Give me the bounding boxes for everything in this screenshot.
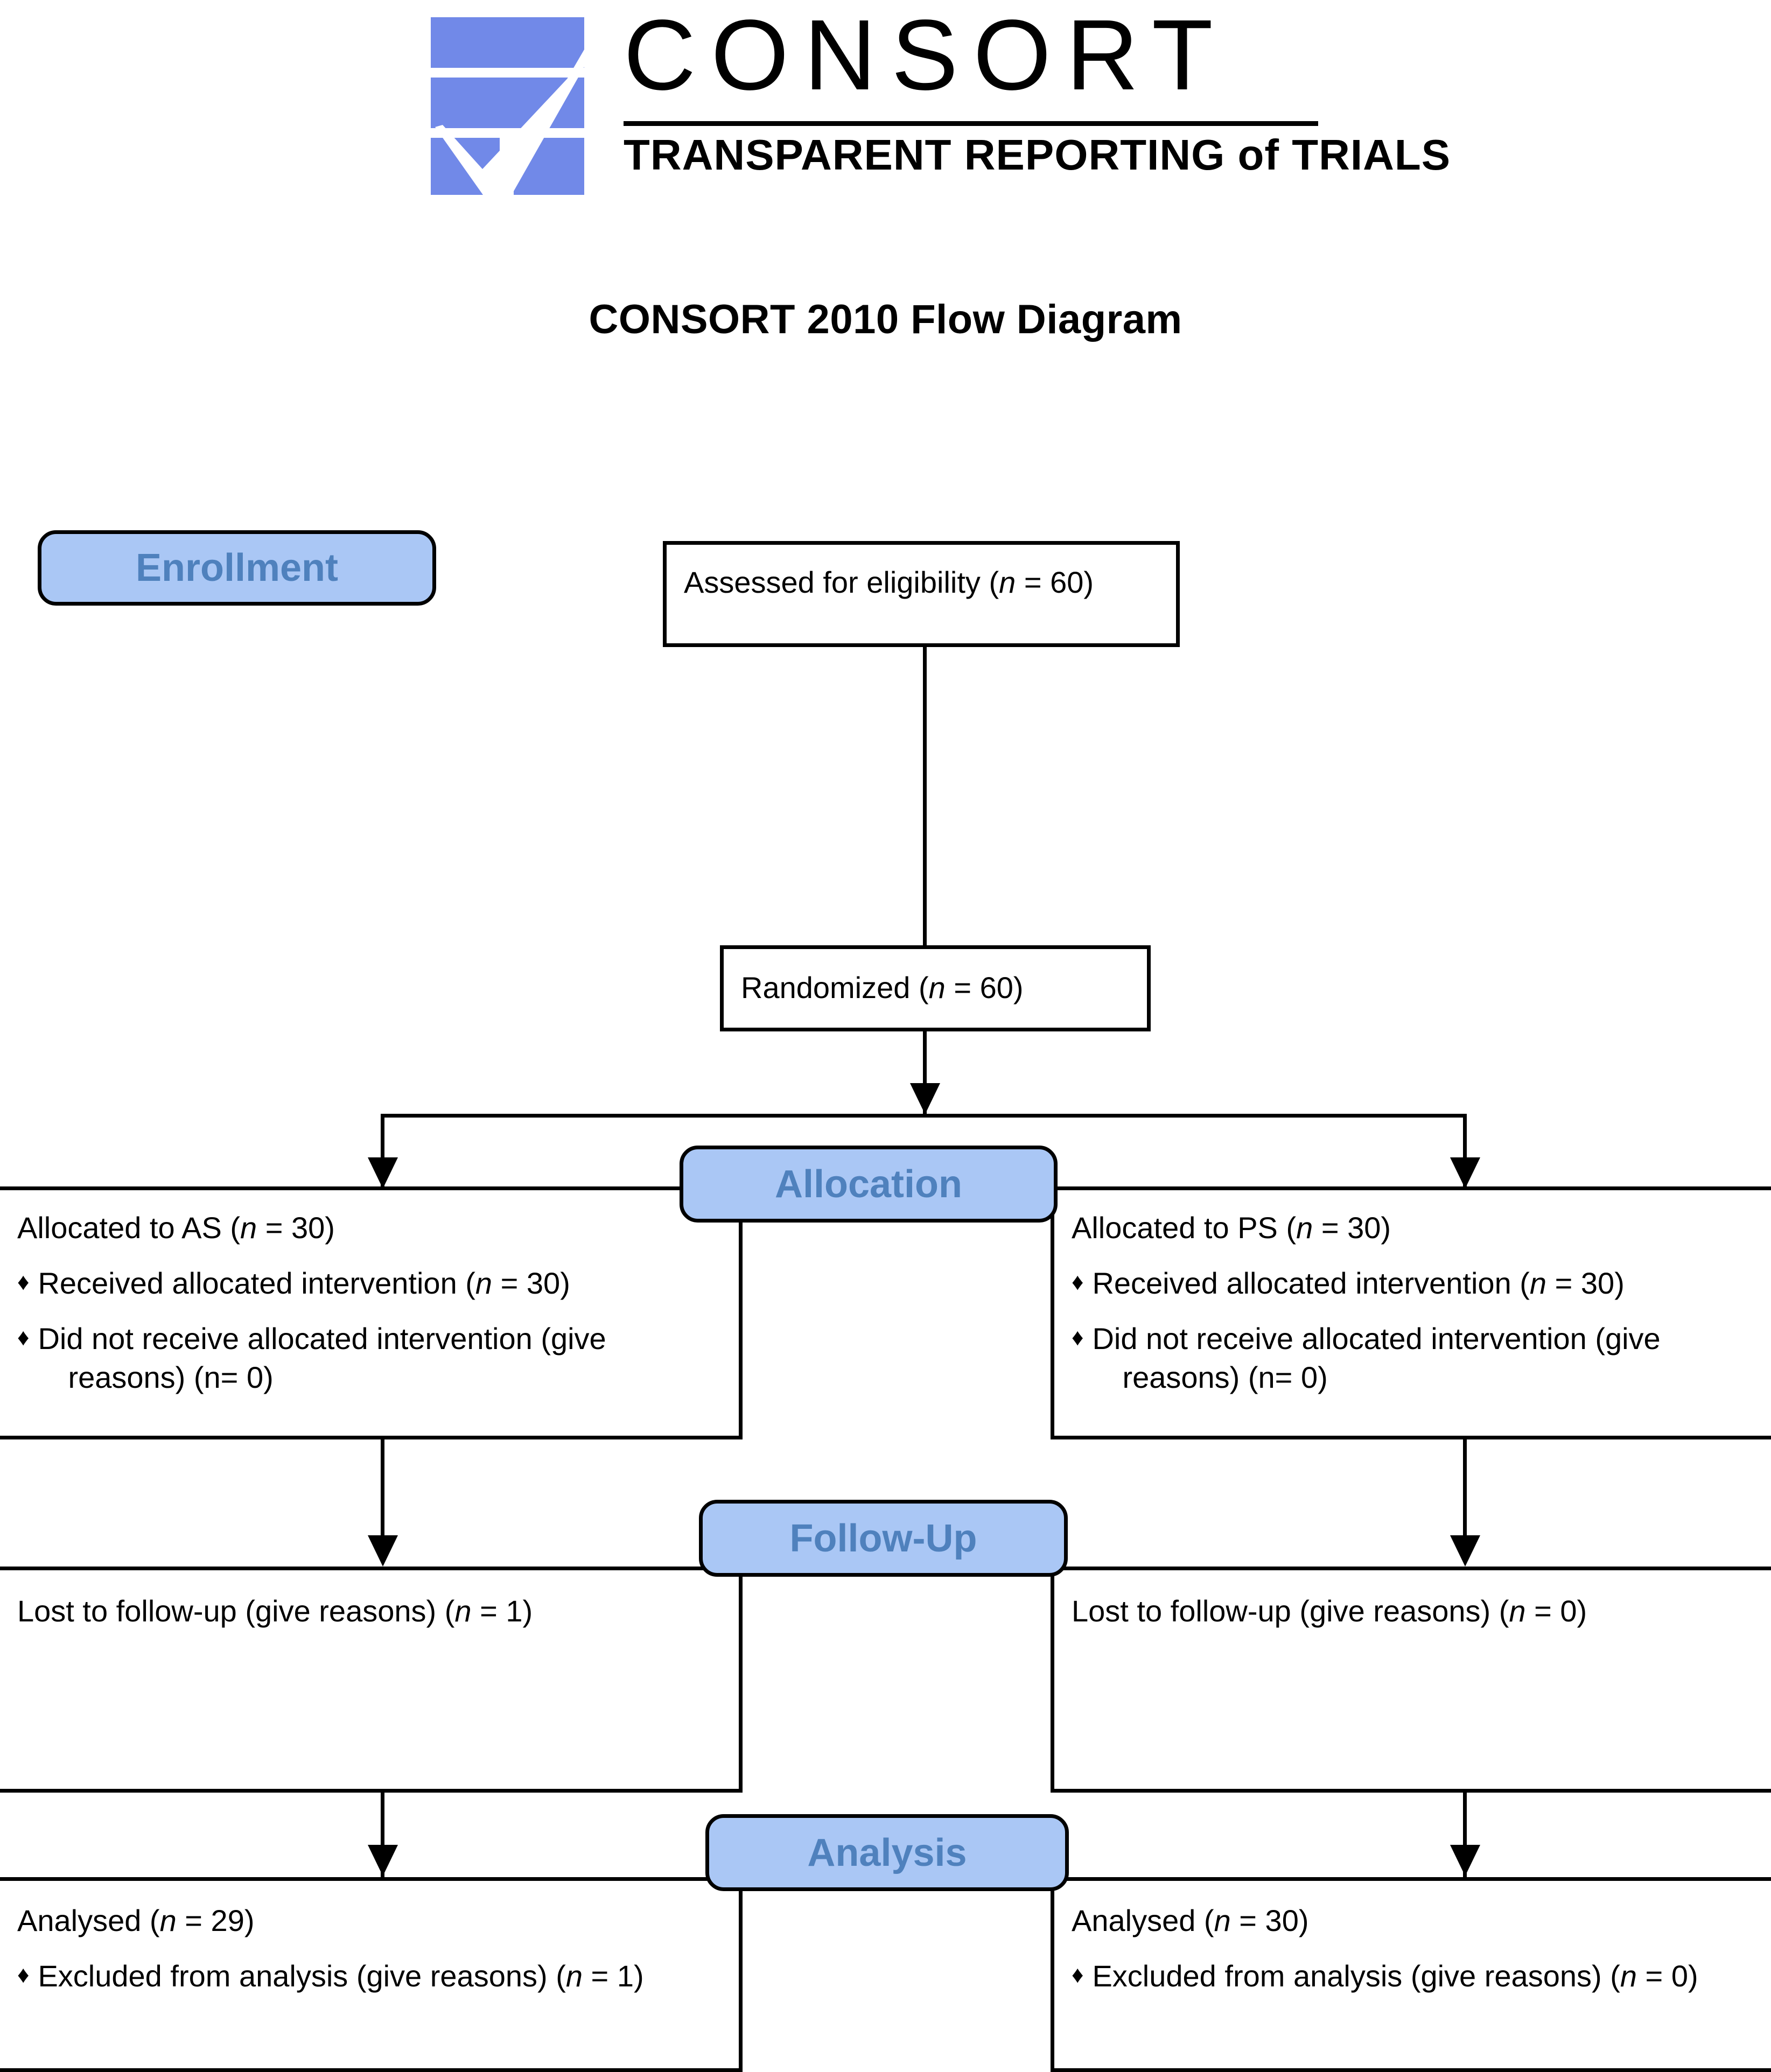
arrow-followup-right-to-analysis bbox=[1450, 1845, 1480, 1876]
node-analysed-right-bullet: Excluded from analysis (give reasons) (n… bbox=[1092, 1958, 1698, 1993]
diamond-bullet-icon: ♦ bbox=[1072, 1324, 1084, 1351]
arrow-alloc-right-to-followup bbox=[1450, 1535, 1480, 1567]
node-allocated-left-bullet-1: Received allocated intervention (n = 30) bbox=[38, 1266, 570, 1300]
list-item: ♦ Did not receive allocated intervention… bbox=[17, 1319, 723, 1398]
node-allocated-left-heading: Allocated to AS (n = 30) bbox=[17, 1211, 335, 1245]
node-analysed-left-bullet: Excluded from analysis (give reasons) (n… bbox=[38, 1958, 644, 1993]
stage-label-enrollment-text: Enrollment bbox=[135, 546, 339, 589]
connector-split-bar bbox=[381, 1114, 1467, 1118]
consort-wordmark-text: CONSORT bbox=[624, 0, 1228, 111]
connector-alloc-right-to-followup bbox=[1463, 1439, 1467, 1542]
page-title: CONSORT 2010 Flow Diagram bbox=[589, 297, 1182, 342]
node-lost-followup-right-text: Lost to follow-up (give reasons) (n = 0) bbox=[1072, 1594, 1587, 1628]
node-assessed-text: Assessed for eligibility (n = 60) bbox=[684, 565, 1094, 599]
connector-split-right-down bbox=[1463, 1114, 1467, 1186]
consort-wordmark: CONSORT TRANSPARENT REPORTING of TRIALS bbox=[619, 0, 1450, 194]
stage-label-allocation-text: Allocation bbox=[774, 1162, 962, 1206]
arrow-split-right bbox=[1450, 1157, 1480, 1189]
list-item: ♦ Received allocated intervention (n = 3… bbox=[1072, 1264, 1771, 1303]
node-analysed-right: Analysed (n = 30) ♦ Excluded from analys… bbox=[1051, 1877, 1771, 2072]
stage-label-followup-text: Follow-Up bbox=[789, 1516, 977, 1560]
node-lost-followup-right: Lost to follow-up (give reasons) (n = 0) bbox=[1051, 1567, 1771, 1793]
stage-label-analysis: Analysis bbox=[705, 1814, 1069, 1891]
node-lost-followup-left-text: Lost to follow-up (give reasons) (n = 1) bbox=[17, 1594, 533, 1628]
diamond-bullet-icon: ♦ bbox=[17, 1324, 30, 1351]
connector-randomized-down bbox=[923, 1031, 927, 1114]
connector-alloc-left-to-followup bbox=[381, 1439, 384, 1542]
arrow-split-left bbox=[368, 1157, 398, 1189]
connector-assessed-to-randomized bbox=[923, 647, 927, 945]
node-allocated-right-bullet-2: Did not receive allocated intervention (… bbox=[1092, 1321, 1661, 1395]
node-analysed-left: Analysed (n = 29) ♦ Excluded from analys… bbox=[0, 1877, 743, 2072]
list-item: ♦ Did not receive allocated intervention… bbox=[1072, 1319, 1771, 1398]
list-item: ♦ Excluded from analysis (give reasons) … bbox=[1072, 1957, 1771, 1996]
node-allocated-right: Allocated to PS (n = 30) ♦ Received allo… bbox=[1051, 1186, 1771, 1439]
node-lost-followup-left: Lost to follow-up (give reasons) (n = 1) bbox=[0, 1567, 743, 1793]
diamond-bullet-icon: ♦ bbox=[1072, 1961, 1084, 1988]
node-allocated-left: Allocated to AS (n = 30) ♦ Received allo… bbox=[0, 1186, 743, 1439]
node-randomized: Randomized (n = 60) bbox=[720, 945, 1151, 1031]
arrow-alloc-left-to-followup bbox=[368, 1535, 398, 1567]
node-allocated-right-bullet-1: Received allocated intervention (n = 30) bbox=[1092, 1266, 1625, 1300]
stage-label-allocation: Allocation bbox=[680, 1146, 1058, 1223]
stage-label-followup: Follow-Up bbox=[699, 1500, 1068, 1577]
connector-split-left-down bbox=[381, 1114, 384, 1186]
diamond-bullet-icon: ♦ bbox=[17, 1268, 30, 1295]
node-analysed-left-heading: Analysed (n = 29) bbox=[17, 1904, 255, 1937]
list-item: ♦ Received allocated intervention (n = 3… bbox=[17, 1264, 723, 1303]
arrow-followup-left-to-analysis bbox=[368, 1845, 398, 1876]
consort-checkmark-icon bbox=[431, 17, 584, 195]
connector-followup-right-to-analysis bbox=[1463, 1793, 1467, 1879]
arrow-randomized-down bbox=[910, 1083, 940, 1114]
consort-logo: CONSORT TRANSPARENT REPORTING of TRIALS bbox=[431, 0, 1450, 195]
list-item: ♦ Excluded from analysis (give reasons) … bbox=[17, 1957, 723, 1996]
node-randomized-text: Randomized (n = 60) bbox=[741, 971, 1024, 1005]
stage-label-enrollment: Enrollment bbox=[38, 530, 436, 606]
diamond-bullet-icon: ♦ bbox=[17, 1961, 30, 1988]
consort-rule-divider bbox=[624, 121, 1318, 126]
node-analysed-right-heading: Analysed (n = 30) bbox=[1072, 1904, 1309, 1937]
node-allocated-left-bullet-2: Did not receive allocated intervention (… bbox=[38, 1321, 606, 1395]
diamond-bullet-icon: ♦ bbox=[1072, 1268, 1084, 1295]
node-assessed-for-eligibility: Assessed for eligibility (n = 60) bbox=[663, 541, 1180, 647]
connector-followup-left-to-analysis bbox=[381, 1793, 384, 1879]
consort-tagline-text: TRANSPARENT REPORTING of TRIALS bbox=[624, 131, 1451, 179]
node-allocated-right-heading: Allocated to PS (n = 30) bbox=[1072, 1211, 1391, 1245]
stage-label-analysis-text: Analysis bbox=[807, 1831, 967, 1874]
